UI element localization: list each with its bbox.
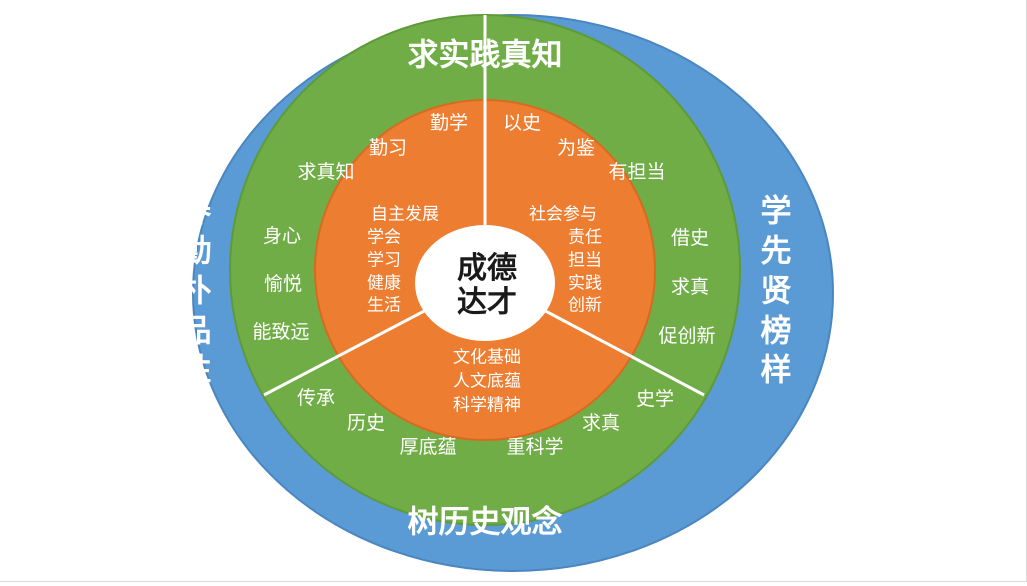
inner-label: 学会 (367, 228, 401, 248)
inner-label: 学习 (367, 251, 401, 271)
outer-right-char: 先 (761, 234, 792, 270)
outer-label-bottom: 树历史观念 (408, 505, 563, 541)
inner-label: 科学精神 (453, 396, 521, 416)
inner-label: 人文底蕴 (453, 372, 521, 392)
middle-label: 为鉴 (557, 137, 595, 159)
middle-label: 求真 (671, 276, 709, 298)
inner-label: 文化基础 (453, 348, 521, 368)
divider-lower-left (263, 295, 452, 397)
center-line-2: 达才 (457, 285, 517, 320)
middle-label: 促创新 (658, 325, 715, 347)
middle-label: 求真 (582, 412, 620, 434)
middle-label: 有担当 (608, 161, 665, 183)
middle-label: 借史 (671, 227, 709, 249)
outer-label-top: 求实践真知 (408, 38, 563, 74)
middle-label: 愉悦 (264, 273, 302, 295)
divider-lower-right (518, 295, 705, 397)
outer-right-char: 样 (761, 353, 792, 389)
inner-label: 健康 (367, 274, 401, 294)
inner-label: 创新 (568, 296, 602, 316)
outer-left-char: 养 (181, 194, 212, 230)
center-circle (415, 225, 555, 341)
middle-label: 身心 (263, 225, 301, 247)
inner-label: 担当 (568, 251, 602, 271)
center-line-1: 成德 (457, 251, 517, 286)
inner-label: 实践 (568, 274, 602, 294)
inner-label: 自主发展 (371, 205, 439, 225)
middle-label: 勤学 (430, 112, 468, 134)
middle-label: 能致远 (252, 321, 309, 343)
outer-right-char: 贤 (761, 274, 792, 310)
outer-right-char: 学 (761, 194, 792, 230)
middle-label: 传承 (297, 387, 335, 409)
middle-label: 重科学 (506, 436, 563, 458)
outer-left-char: 品 (181, 314, 212, 350)
inner-label: 生活 (367, 296, 401, 316)
middle-label: 求真知 (297, 161, 354, 183)
outer-left-char: 勤 (181, 234, 212, 270)
inner-label: 社会参与 (529, 205, 597, 225)
middle-label: 以史 (503, 112, 541, 134)
outer-left-char: 性 (181, 353, 212, 389)
middle-label: 厚底蕴 (399, 436, 456, 458)
inner-label: 责任 (568, 228, 602, 248)
middle-label: 勤习 (369, 137, 407, 159)
outer-left-char: 朴 (181, 274, 212, 310)
middle-label: 史学 (636, 388, 674, 410)
middle-label: 历史 (347, 412, 385, 434)
outer-right-char: 榜 (761, 314, 792, 350)
